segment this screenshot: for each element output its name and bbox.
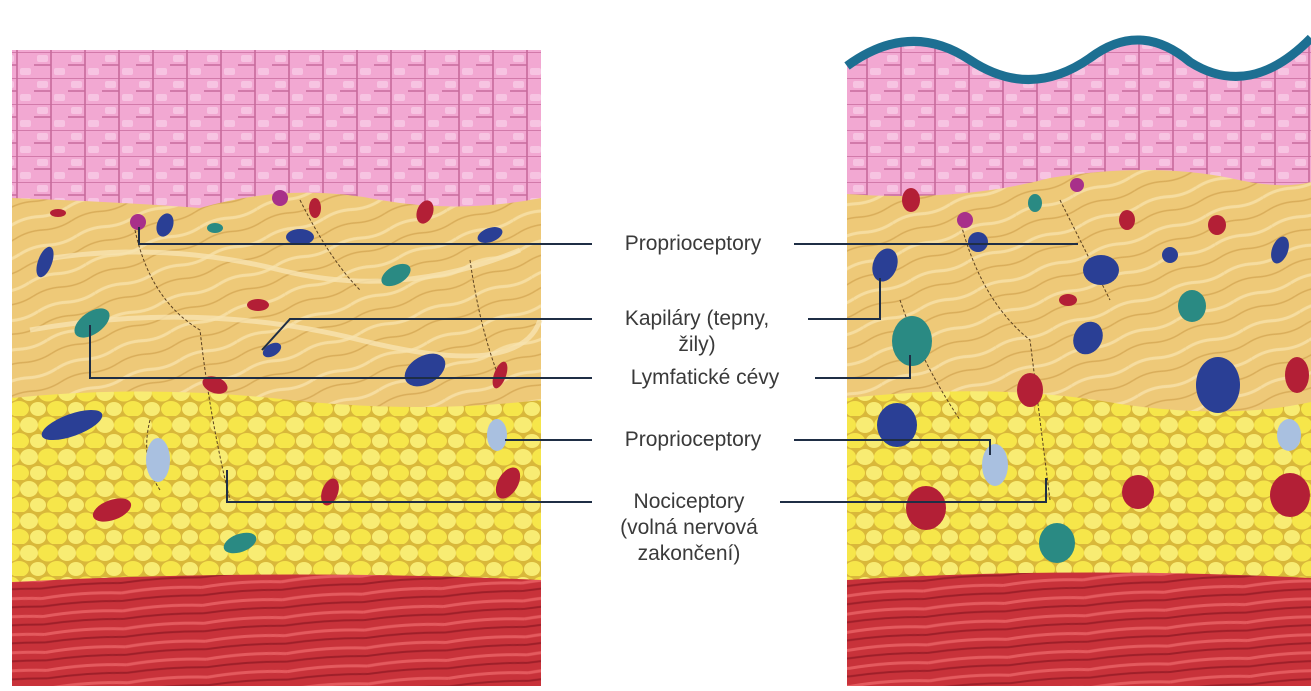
label-nociceptory: Nociceptory (volná nervová zakončení) — [594, 489, 784, 567]
label-line: Kapiláry (tepny, — [594, 306, 800, 332]
left-muscle-layer — [12, 572, 541, 686]
left-epidermis-layer — [12, 50, 541, 208]
label-proprioceptory-upper: Proprioceptory — [600, 231, 786, 257]
label-line: (volná nervová — [594, 515, 784, 541]
right-skin-panel — [847, 38, 1311, 686]
label-line: žily) — [594, 332, 800, 358]
right-muscle-layer — [847, 570, 1311, 686]
label-line: Lymfatické cévy — [600, 365, 810, 391]
label-line: Proprioceptory — [600, 427, 786, 453]
label-proprioceptory-lower: Proprioceptory — [600, 427, 786, 453]
label-lymfaticke-cevy: Lymfatické cévy — [600, 365, 810, 391]
label-line: Proprioceptory — [600, 231, 786, 257]
label-line: Nociceptory — [594, 489, 784, 515]
left-dermis-layer — [12, 191, 541, 407]
label-line: zakončení) — [594, 541, 784, 567]
left-skin-panel — [12, 50, 541, 686]
right-fat-layer — [847, 389, 1311, 580]
label-kapilary: Kapiláry (tepny, žily) — [594, 306, 800, 358]
